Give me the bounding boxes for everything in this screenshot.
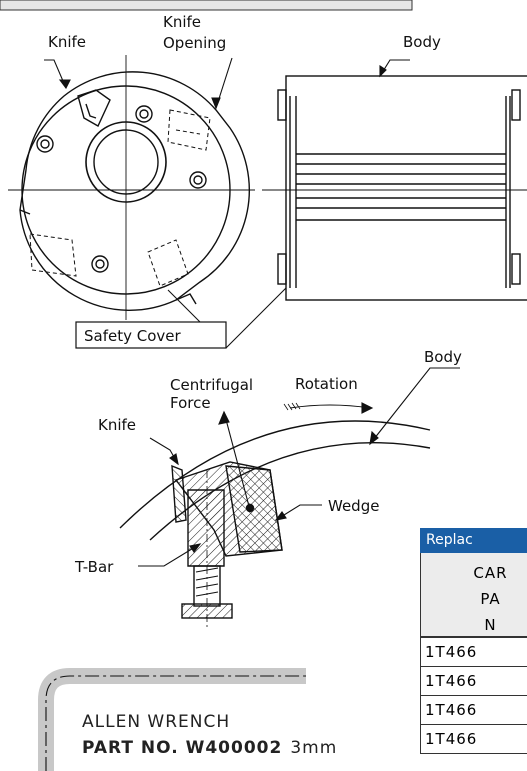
table-row: 1T466 bbox=[420, 696, 527, 725]
top-frame-bar bbox=[0, 0, 413, 11]
label-knife-opening-2: Opening bbox=[163, 34, 226, 52]
knife-detail-view bbox=[119, 420, 431, 630]
label-safety-cover: Safety Cover bbox=[84, 327, 182, 345]
allen-wrench-size: 3mm bbox=[290, 738, 337, 758]
allen-wrench-graphic bbox=[38, 668, 306, 771]
label-wedge: Wedge bbox=[328, 497, 379, 515]
label-t-bar: T-Bar bbox=[74, 558, 114, 576]
table-subheader-line: PA bbox=[480, 590, 501, 608]
label-knife-lower: Knife bbox=[98, 416, 136, 434]
label-body-top: Body bbox=[403, 33, 441, 51]
label-knife-top: Knife bbox=[48, 33, 86, 51]
leader-lines-top bbox=[44, 57, 410, 349]
label-knife-opening-1: Knife bbox=[163, 13, 201, 31]
leader-lines-lower bbox=[138, 367, 460, 567]
table-row: 1T466 bbox=[420, 638, 527, 667]
cutter-front-view bbox=[8, 55, 255, 320]
table-row: 1T466 bbox=[420, 667, 527, 696]
label-centrifugal-2: Force bbox=[170, 394, 211, 412]
safety-cover-label-box bbox=[75, 321, 227, 349]
replacement-parts-table: Replac CAR PA N 1T466 1T466 1T466 1T466 bbox=[420, 528, 527, 754]
table-subheader-line: N bbox=[484, 616, 497, 634]
allen-wrench-part: PART NO. W400002 3mm bbox=[82, 738, 337, 758]
table-header: Replac bbox=[420, 528, 527, 553]
label-body-lower: Body bbox=[424, 348, 462, 366]
cutter-side-view bbox=[262, 75, 527, 301]
label-centrifugal-1: Centrifugal bbox=[170, 376, 253, 394]
label-rotation: Rotation bbox=[295, 375, 358, 393]
table-subheader-line: CAR bbox=[473, 564, 508, 582]
table-row: 1T466 bbox=[420, 725, 527, 754]
allen-wrench-part-number: PART NO. W400002 bbox=[82, 738, 282, 758]
allen-wrench-name: ALLEN WRENCH bbox=[82, 712, 230, 732]
table-subheader: CAR PA N bbox=[420, 553, 527, 638]
